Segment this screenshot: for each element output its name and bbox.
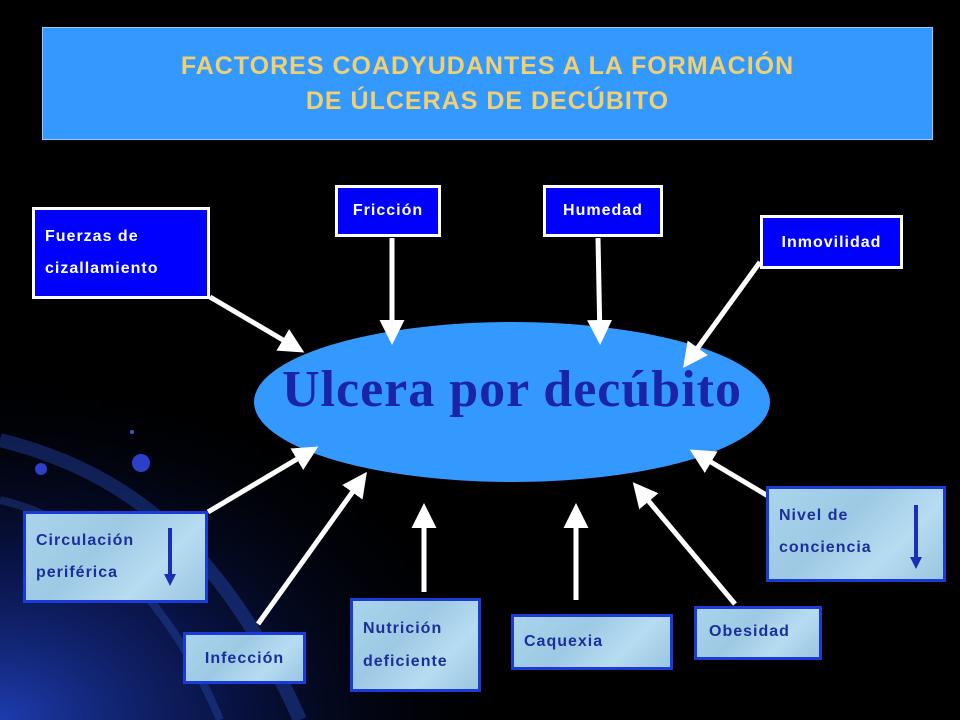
center-ellipse xyxy=(254,322,770,482)
factor-nutricion-line1: Nutrición xyxy=(363,620,443,637)
factor-humedad-label: Humedad xyxy=(563,202,643,219)
arrow-humedad xyxy=(587,237,613,345)
arrow-infeccion xyxy=(255,471,367,626)
arrow-obesidad xyxy=(632,482,737,606)
factor-fuerzas-line2: cizallamiento xyxy=(45,260,159,277)
factor-circulacion-line1: Circulación xyxy=(36,532,135,549)
factor-circulacion-periferica: Circulación periférica xyxy=(23,511,208,603)
center-label: Ulcera por decúbito xyxy=(282,361,742,418)
factor-fuerzas-cizallamiento: Fuerzas de cizallamiento xyxy=(32,207,210,299)
factor-humedad: Humedad xyxy=(543,185,663,237)
arrow-nivel xyxy=(689,449,770,499)
decrease-arrow-icon xyxy=(910,505,922,569)
factor-nivel-conciencia: Nivel de conciencia xyxy=(766,486,946,582)
factor-friccion: Fricción xyxy=(335,185,441,237)
factor-inmovilidad-label: Inmovilidad xyxy=(781,234,882,251)
background-dot xyxy=(35,463,47,475)
factor-inmovilidad: Inmovilidad xyxy=(760,215,903,269)
title-line-2: DE ÚLCERAS DE DECÚBITO xyxy=(305,86,670,115)
factor-nutricion-line2: deficiente xyxy=(363,653,448,670)
factor-caquexia-label: Caquexia xyxy=(524,633,604,650)
arrow-inmovilidad xyxy=(683,260,763,369)
factor-infeccion-label: Infección xyxy=(204,650,285,667)
factor-obesidad: Obesidad xyxy=(694,606,822,660)
factor-obesidad-label: Obesidad xyxy=(709,623,790,640)
arrow-circulacion xyxy=(206,446,319,515)
factor-infeccion: Infección xyxy=(183,632,306,684)
background-dot xyxy=(132,454,150,472)
background-dot xyxy=(130,430,134,434)
factor-fuerzas-line1: Fuerzas de xyxy=(45,228,139,245)
factor-circulacion-line2: periférica xyxy=(36,564,119,581)
title-box: FACTORES COADYUDANTES A LA FORMACIÓN DE … xyxy=(42,27,933,140)
factor-nutricion-deficiente: Nutrición deficiente xyxy=(350,598,481,692)
factor-caquexia: Caquexia xyxy=(511,614,673,670)
title-line-1: FACTORES COADYUDANTES A LA FORMACIÓN xyxy=(180,51,795,80)
factor-nivel-line1: Nivel de xyxy=(779,507,849,524)
factor-friccion-label: Fricción xyxy=(352,202,424,219)
decrease-arrow-icon xyxy=(164,528,176,586)
arrow-fuerzas xyxy=(208,294,305,353)
factor-nivel-line2: conciencia xyxy=(779,539,872,556)
